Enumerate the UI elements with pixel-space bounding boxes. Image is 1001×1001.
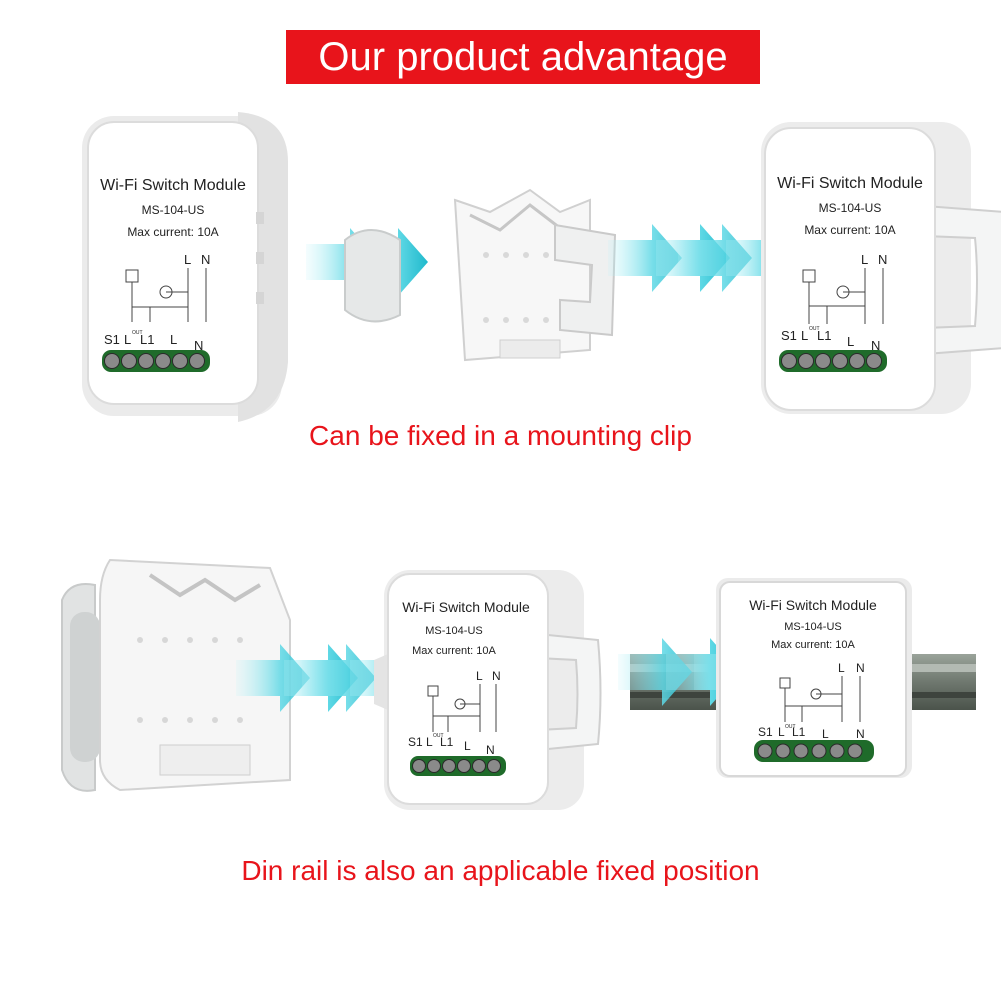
switch-module-on-din-rail: Wi-Fi Switch Module MS-104-US Max curren… xyxy=(716,578,912,778)
terminal-label-s1: S1 xyxy=(758,725,773,739)
switch-module-front: Wi-Fi Switch Module MS-104-US Max curren… xyxy=(82,112,288,422)
terminal-label-l-out: L xyxy=(778,725,785,739)
terminal-label-out: OUT xyxy=(132,330,143,336)
module-title: Wi-Fi Switch Module xyxy=(100,177,246,194)
module-title: Wi-Fi Switch Module xyxy=(749,597,877,613)
module-model: MS-104-US xyxy=(784,621,841,633)
terminal-label-l: L xyxy=(838,661,845,675)
terminal-label-l: L xyxy=(184,252,191,267)
page-title: Our product advantage xyxy=(318,35,728,79)
terminal-label-n2: N xyxy=(856,727,865,741)
caption-mounting-clip: Can be fixed in a mounting clip xyxy=(309,420,692,451)
switch-module-with-clip: Wi-Fi Switch Module MS-104-US Max curren… xyxy=(374,570,602,810)
terminal-label-l-out: L xyxy=(124,332,131,347)
caption-din-rail: Din rail is also an applicable fixed pos… xyxy=(241,855,760,886)
page-title-banner: Our product advantage xyxy=(286,30,760,84)
terminal-label-n2: N xyxy=(871,338,880,353)
module-title: Wi-Fi Switch Module xyxy=(777,175,923,192)
terminal-label-l2: L xyxy=(822,727,829,741)
module-max-current: Max current: 10A xyxy=(412,645,496,657)
module-title: Wi-Fi Switch Module xyxy=(402,599,530,615)
terminal-label-n2: N xyxy=(194,338,203,353)
switch-module-with-clip: Wi-Fi Switch Module MS-104-US Max curren… xyxy=(761,122,1001,414)
terminal-label-l2: L xyxy=(170,332,177,347)
terminal-label-l-out: L xyxy=(801,328,808,343)
terminal-label-l1: L1 xyxy=(817,328,831,343)
din-rail-clip xyxy=(61,558,291,792)
terminal-label-n: N xyxy=(878,252,887,267)
module-max-current: Max current: 10A xyxy=(771,639,855,651)
terminal-label-n: N xyxy=(201,252,210,267)
module-model: MS-104-US xyxy=(425,625,482,637)
terminal-label-n: N xyxy=(492,669,501,683)
terminal-label-out: OUT xyxy=(809,326,820,332)
module-max-current: Max current: 10A xyxy=(127,225,218,239)
terminal-label-s1: S1 xyxy=(104,332,120,347)
terminal-label-n: N xyxy=(856,661,865,675)
terminal-label-s1: S1 xyxy=(781,328,797,343)
terminal-label-l: L xyxy=(476,669,483,683)
terminal-label-l1: L1 xyxy=(792,725,806,739)
module-model: MS-104-US xyxy=(142,203,205,217)
terminal-label-out: OUT xyxy=(785,724,796,730)
module-model: MS-104-US xyxy=(819,201,882,215)
terminal-label-l1: L1 xyxy=(140,332,154,347)
terminal-label-s1: S1 xyxy=(408,735,423,749)
module-max-current: Max current: 10A xyxy=(804,223,895,237)
mounting-clip xyxy=(344,188,617,362)
terminal-label-n2: N xyxy=(486,743,495,757)
terminal-label-l1: L1 xyxy=(440,735,454,749)
terminal-label-l: L xyxy=(861,252,868,267)
terminal-label-l2: L xyxy=(847,334,854,349)
terminal-label-l2: L xyxy=(464,739,471,753)
terminal-label-out: OUT xyxy=(433,733,444,739)
terminal-label-l-out: L xyxy=(426,735,433,749)
